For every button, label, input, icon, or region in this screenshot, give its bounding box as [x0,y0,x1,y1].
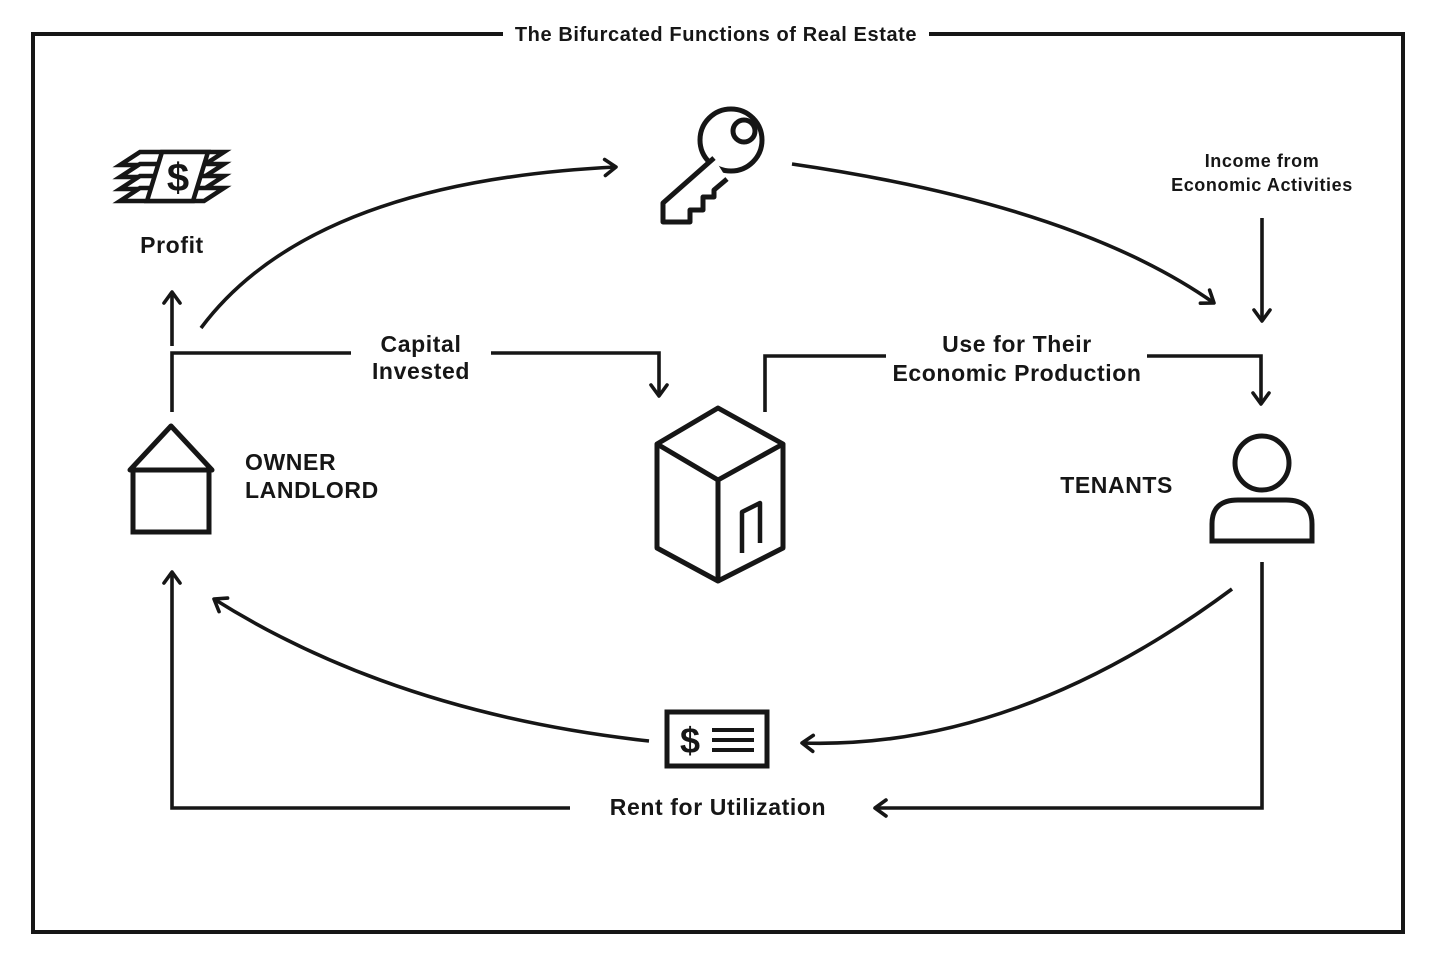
building-icon [654,405,786,584]
building-right-face [716,444,786,584]
tenants-to-check-curve [800,587,1234,754]
check-to-owner-curve [212,596,650,743]
key-shaft [660,156,729,225]
capital-line-left [170,351,351,412]
money-stack-icon: $ [112,149,232,204]
income-label-line2: Economic Activities [1171,175,1353,195]
tenants-rent-line [873,562,1264,818]
house-roof [127,423,215,473]
use-line-left [763,354,886,412]
title-gap-mask [503,22,929,48]
key-icon [660,106,765,225]
owner-label-line1: OWNER [245,449,336,475]
check-dollar-symbol: $ [680,720,700,761]
capital-arrow [491,351,669,398]
house-icon [127,423,215,535]
use-arrow [1147,354,1271,406]
diagram-title: The Bifurcated Functions of Real Estate [515,24,917,46]
person-head [1232,433,1292,493]
profit-label: Profit [140,232,204,258]
rent-label: Rent for Utilization [610,794,826,820]
rent-to-owner-line [162,570,570,810]
check-text-lines [712,728,754,752]
person-body [1209,497,1315,544]
building-left-face [654,444,721,584]
key-hole [730,117,758,145]
use-label-line1: Use for Their [942,331,1092,357]
house-body [130,467,212,535]
person-icon [1209,433,1315,544]
owner-label-line2: LANDLORD [245,477,379,503]
capital-label-line2: Invested [372,358,470,384]
capital-label-line1: Capital [381,331,462,357]
income-label-line1: Income from [1205,151,1320,171]
tenants-label: TENANTS [1060,472,1173,498]
check-icon: $ [664,709,770,769]
key-to-tenants-curve [791,162,1216,306]
bill-band [143,149,212,204]
money-dollar-symbol: $ [167,156,189,200]
use-label-line2: Economic Production [892,360,1141,386]
building-door [739,500,763,553]
owner-to-key-curve [199,157,618,330]
building-top-face [654,405,786,483]
